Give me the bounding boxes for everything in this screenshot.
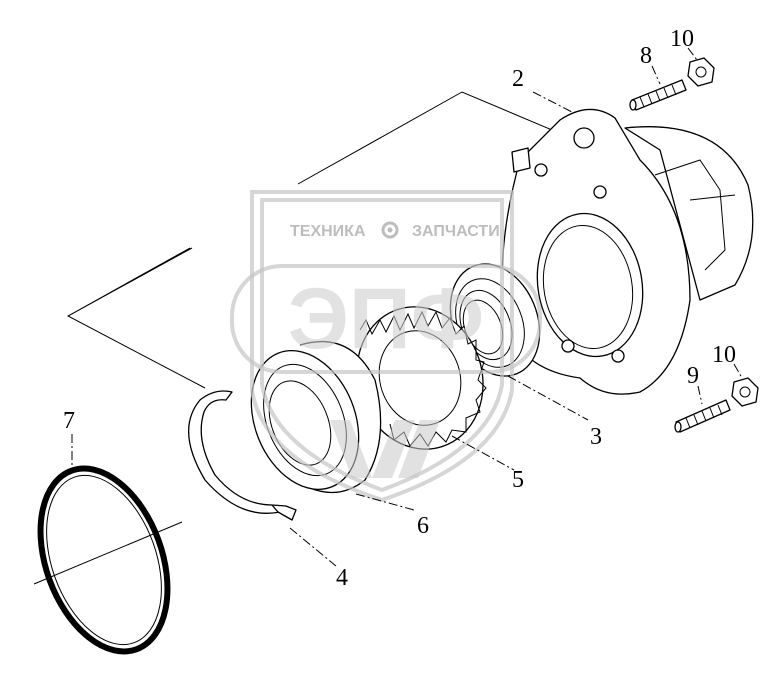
housing-bracket [501, 108, 754, 395]
callout-10-lower: 10 [712, 342, 736, 368]
nut-upper [687, 57, 715, 87]
gear [356, 306, 487, 450]
leader-9 [697, 385, 703, 405]
leader-8 [651, 65, 661, 85]
watermark: ТЕХНИКА ЗАПЧАСТИ ЭПФ [230, 190, 542, 503]
leader-2 [532, 91, 573, 113]
o-ring [33, 465, 183, 655]
callout-3: 3 [590, 424, 602, 450]
stud-lower [674, 399, 731, 433]
callout-6: 6 [417, 513, 429, 539]
leader-6 [355, 493, 415, 511]
leader-10a [687, 47, 698, 61]
leader-5 [451, 435, 515, 471]
callout-9: 9 [687, 363, 699, 389]
watermark-logo-box [230, 264, 542, 374]
stud-upper [629, 79, 687, 111]
leader-4 [289, 527, 337, 567]
snap-ring [188, 390, 297, 521]
watermark-logo-letters: ЭПФ [288, 271, 484, 367]
nut-lower [731, 377, 759, 407]
callout-7: 7 [63, 408, 75, 434]
watermark-shield [250, 190, 514, 503]
callout-4: 4 [336, 565, 348, 591]
callout-8: 8 [640, 43, 652, 69]
leader-3 [507, 375, 589, 421]
leader-10b [733, 363, 743, 379]
watermark-left-word: ТЕХНИКА [290, 223, 366, 240]
callout-5: 5 [512, 467, 524, 493]
callout-2: 2 [512, 66, 524, 92]
assembly-frame [66, 91, 553, 389]
gear-icon [381, 221, 399, 239]
callout-10-upper: 10 [670, 26, 694, 52]
watermark-right-word: ЗАПЧАСТИ [412, 223, 500, 240]
